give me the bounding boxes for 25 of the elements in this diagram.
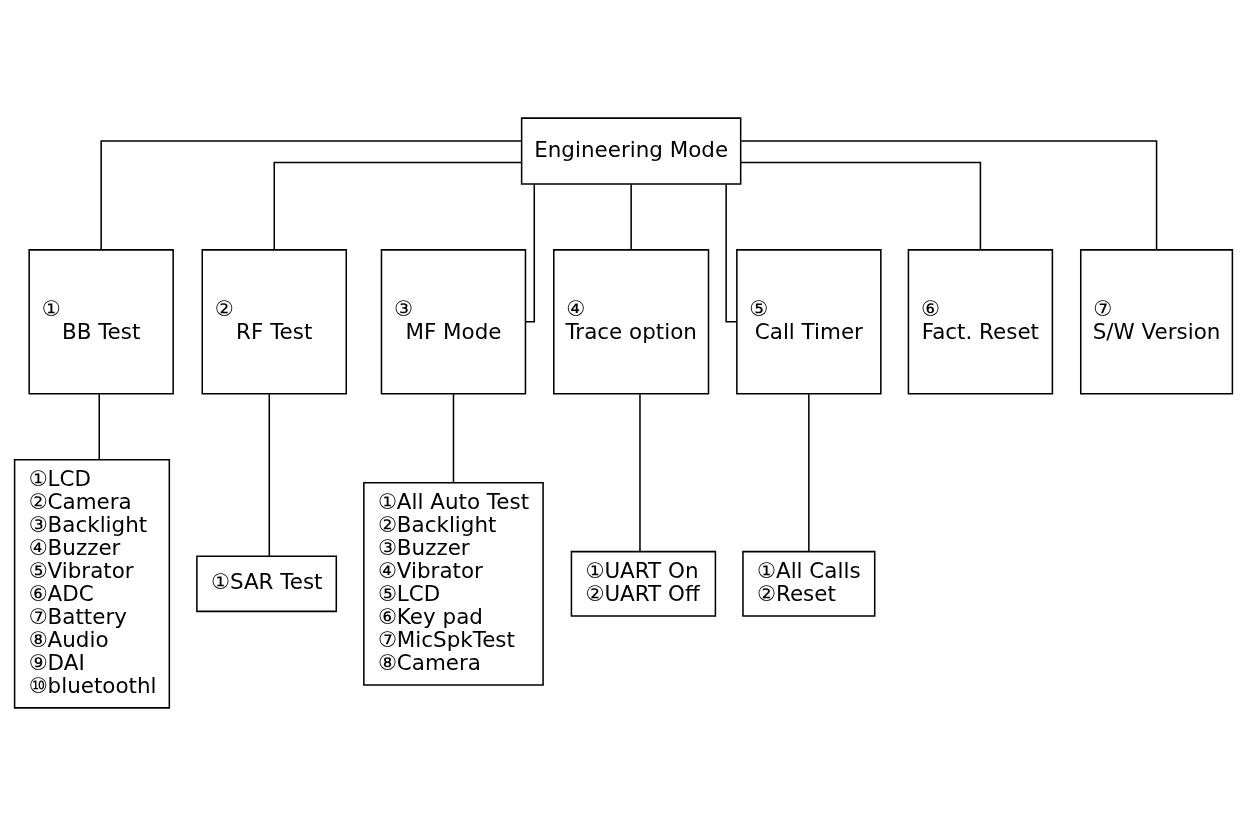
node-box: ② RF Test <box>201 248 347 395</box>
connector <box>98 392 100 460</box>
connector <box>740 139 1158 250</box>
connector <box>273 161 522 250</box>
node-box: ⑥ Fact. Reset <box>907 248 1054 395</box>
node-box: ① BB Test <box>28 248 174 395</box>
node-box: ①All Auto Test ②Backlight ③Buzzer ④Vibrator ⑤LCD ⑥Key pad ⑦MicSpkTest ⑧Camera <box>363 481 544 686</box>
node-box: ①All Calls ②Reset <box>742 550 876 617</box>
connector <box>452 392 455 483</box>
connector <box>100 139 523 250</box>
connector <box>725 183 738 323</box>
node-box: ①LCD ②Camera ③Backlight ④Buzzer ⑤Vibrator ⑥ADC ⑦Battery ⑧Audio ⑨DAI ⑩bluetoothl <box>13 458 171 709</box>
node-box: ④ Trace option <box>553 248 710 395</box>
node-box: Engineering Mode <box>520 116 742 185</box>
connector <box>639 392 641 552</box>
connector <box>524 183 536 323</box>
node-box: ⑤ Call Timer <box>736 248 882 395</box>
connector <box>739 161 982 250</box>
node-box: ⑦ S/W Version <box>1079 248 1234 395</box>
node-box: ①SAR Test <box>196 554 338 612</box>
connector <box>808 392 810 552</box>
node-box: ①UART On ②UART Off <box>570 550 717 617</box>
connector <box>630 183 632 250</box>
node-box: ③ MF Mode <box>380 248 527 395</box>
connector <box>268 392 271 557</box>
